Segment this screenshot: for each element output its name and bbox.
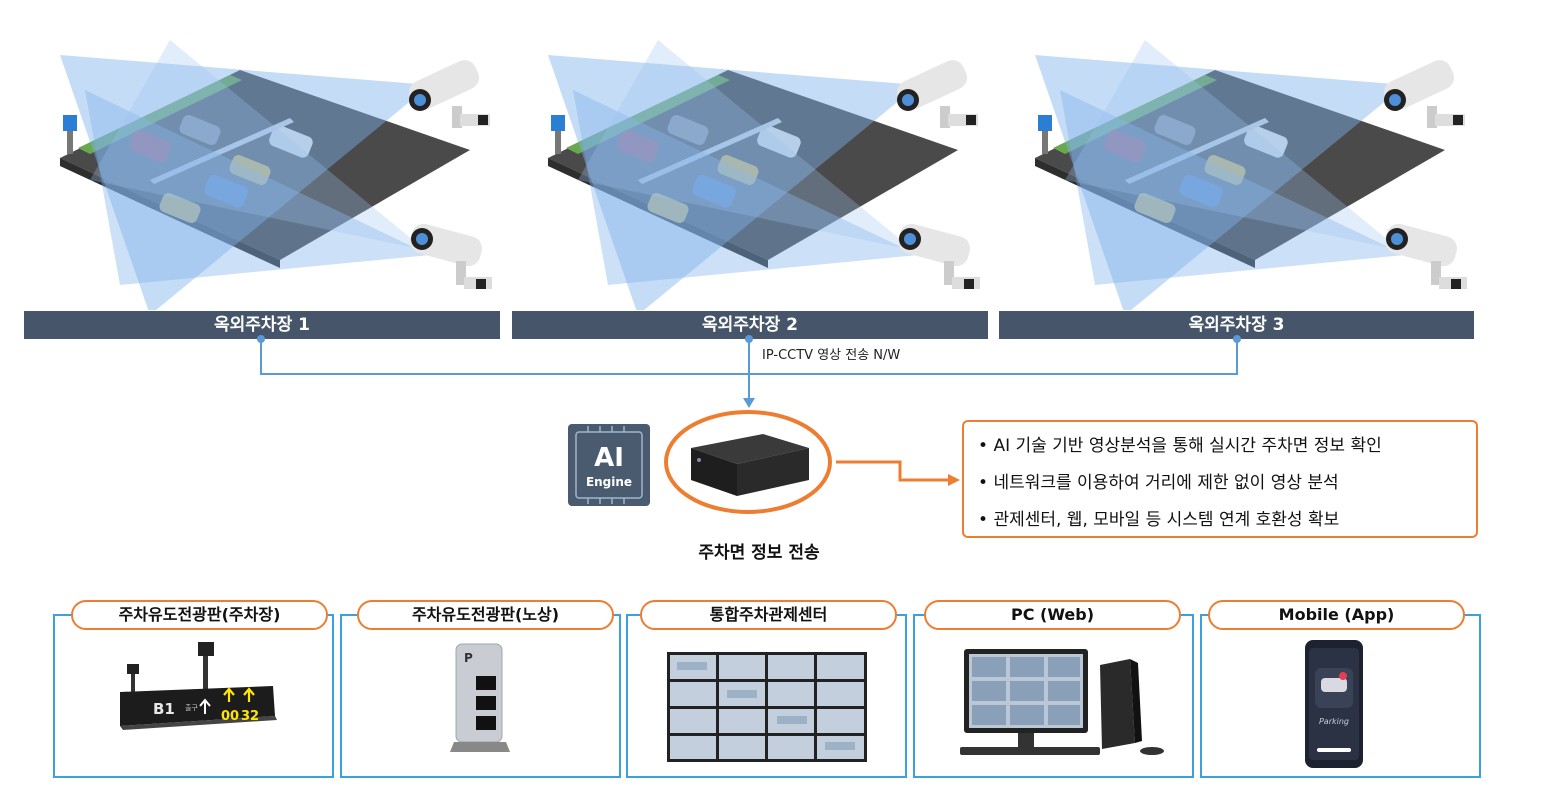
network-label: IP-CCTV 영상 전송 N/W xyxy=(762,348,901,363)
output-label-street-sign: 주차유도전광판(노상) xyxy=(357,600,614,630)
server-caption: 주차면 정보 전송 xyxy=(698,543,820,563)
feature-item-2: 네트워크를 이용하여 거리에 제한 없이 영상 분석 xyxy=(978,465,1462,502)
output-label-pc-web: PC (Web) xyxy=(924,600,1181,630)
feature-list-box: AI 기술 기반 영상분석을 통해 실시간 주차면 정보 확인 네트워크를 이용… xyxy=(962,420,1478,538)
lot-label-3: 옥외주차장 3 xyxy=(999,311,1474,339)
output-label-garage-sign: 주차유도전광판(주차장) xyxy=(71,600,328,630)
desktop-pc-icon xyxy=(960,649,1164,755)
control-center-video-wall-icon xyxy=(667,652,867,762)
sign-count-2: 32 xyxy=(241,709,259,724)
analysis-server-icon xyxy=(664,410,832,514)
output-label-control-center: 통합주차관제센터 xyxy=(640,600,897,630)
sign-floor-text: B1 xyxy=(153,700,175,718)
ai-engine-chip-icon: AI Engine xyxy=(568,424,650,506)
lot-label-2: 옥외주차장 2 xyxy=(512,311,988,339)
lot-label-1: 옥외주차장 1 xyxy=(24,311,500,339)
mobile-phone-icon: Parking xyxy=(1305,640,1363,768)
feature-item-3: 관제센터, 웹, 모바일 등 시스템 연계 호환성 확보 xyxy=(978,502,1462,539)
feature-item-1: AI 기술 기반 영상분석을 통해 실시간 주차면 정보 확인 xyxy=(978,428,1462,465)
ai-chip-line2: Engine xyxy=(586,475,632,489)
sign-exit-text: 출구 xyxy=(185,703,198,712)
output-label-mobile-app: Mobile (App) xyxy=(1208,600,1465,630)
garage-guidance-sign-icon: B1 출구 00 32 xyxy=(120,642,277,730)
ai-chip-line1: AI xyxy=(594,443,624,473)
sign-count-1: 00 xyxy=(221,709,239,724)
street-sign-p: P xyxy=(464,651,473,665)
street-guidance-sign-icon: P xyxy=(450,643,510,752)
mobile-app-title: Parking xyxy=(1319,717,1349,726)
